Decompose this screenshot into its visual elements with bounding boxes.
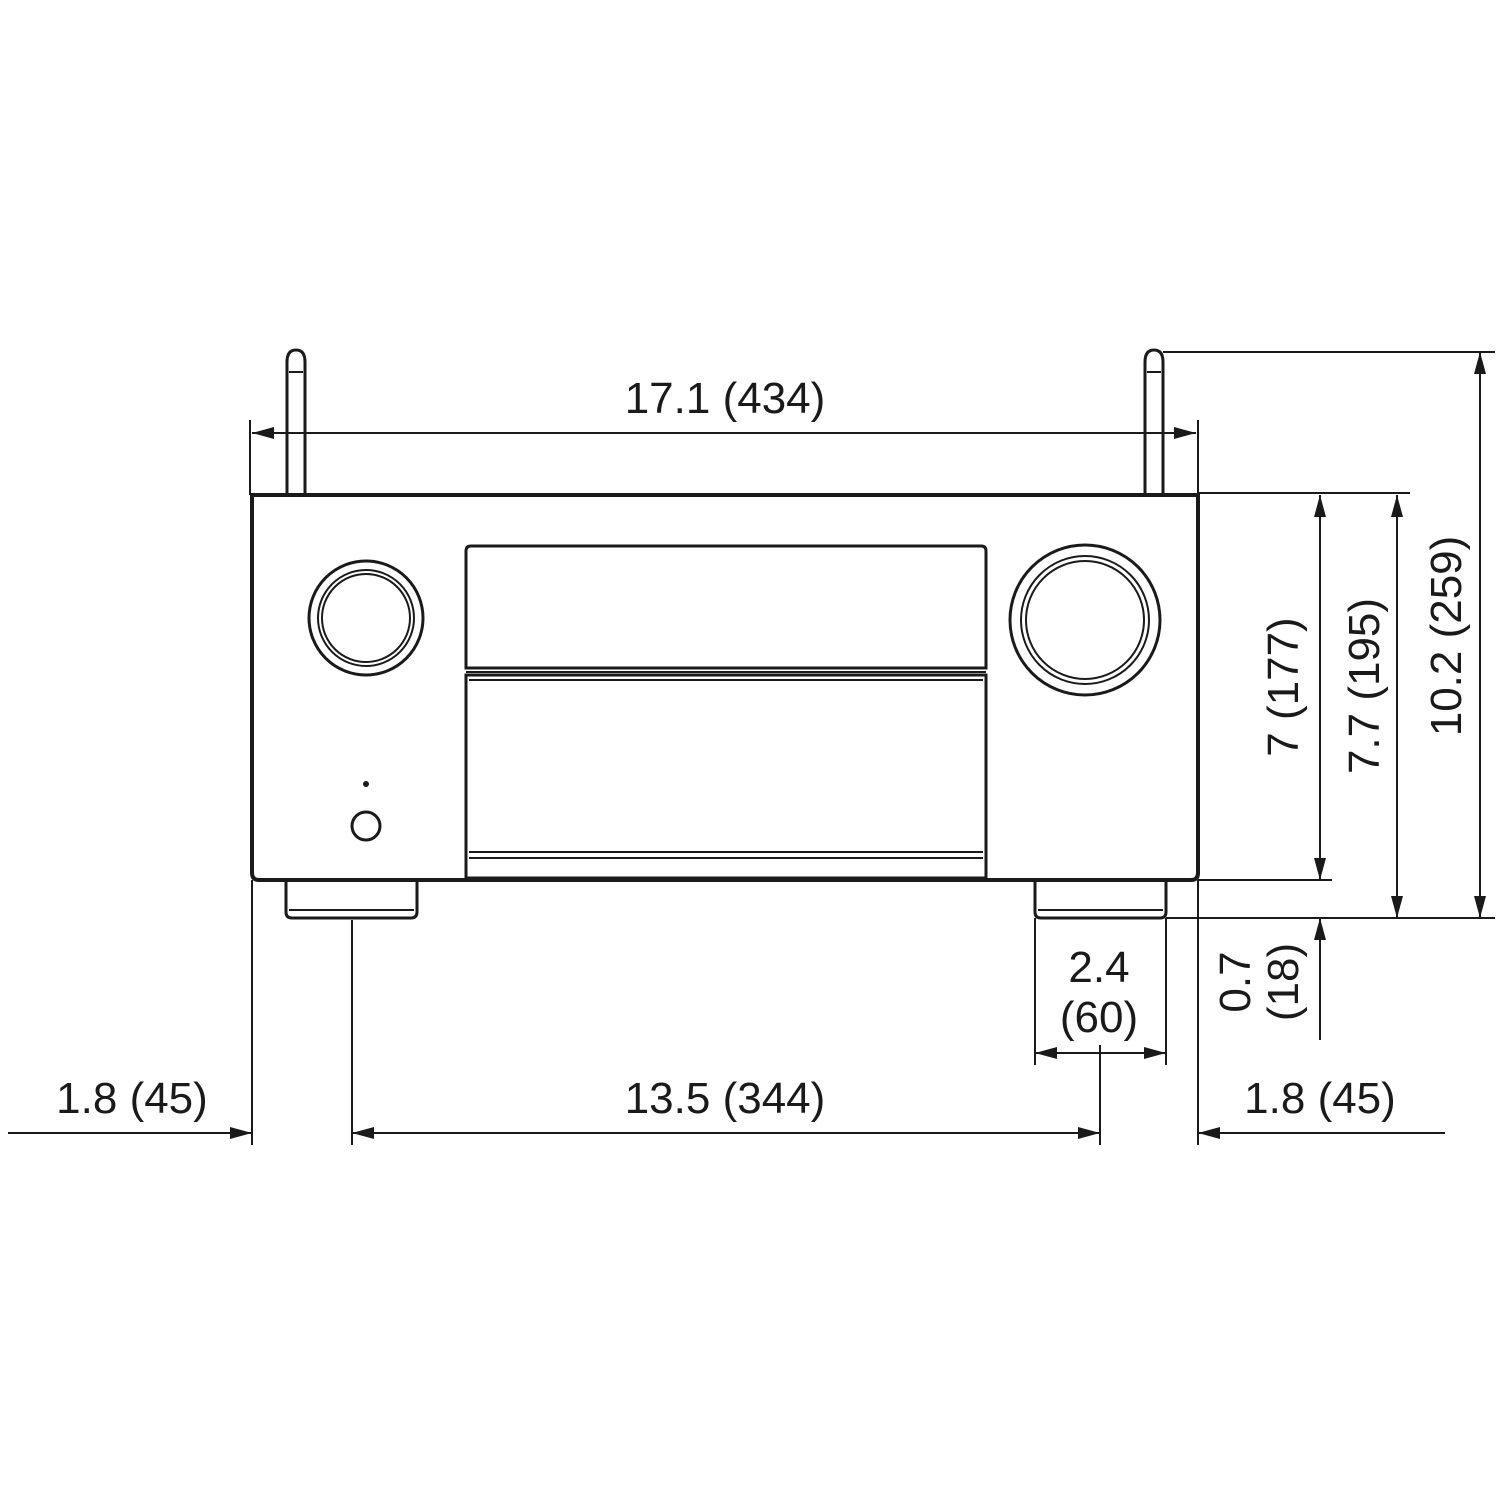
left-foot [284,880,419,920]
standby-indicator [363,781,369,787]
volume-knob [1008,543,1162,697]
height-with-feet-label: 7.7 (195) [1340,598,1389,774]
foot-spacing-label: 13.5 (344) [625,1074,826,1123]
height-with-antennas-dimension: 10.2 (259) [1422,352,1486,918]
right-foot [1033,880,1168,920]
foot-width-label-top: 2.4 [1068,943,1129,992]
foot-height-label-bottom: (18) [1259,943,1308,1021]
power-button [350,810,382,842]
overall-width-label: 17.1 (434) [625,374,826,423]
left-offset-label: 1.8 (45) [56,1074,208,1123]
front-door [464,673,988,880]
body-height-label: 7 (177) [1259,617,1308,756]
foot-width-label-bottom: (60) [1060,993,1138,1042]
display-panel [464,544,988,673]
height-extension-lines [1163,351,1495,919]
body-height-dimension: 7 (177) [1259,495,1326,880]
receiver-body [250,493,1200,882]
foot-width-dimension: 2.4 (60) [1034,918,1167,1065]
foot-height-dimension: 0.7 (18) [1211,918,1326,1040]
height-with-antennas-label: 10.2 (259) [1422,536,1471,737]
bottom-dimension: 1.8 (45) 13.5 (344) 1.8 (45) [8,880,1445,1145]
right-offset-label: 1.8 (45) [1244,1074,1396,1123]
overall-width-dimension: 17.1 (434) [249,374,1199,495]
height-with-feet-dimension: 7.7 (195) [1340,495,1403,918]
right-antenna [1143,348,1165,495]
foot-height-label-top: 0.7 [1211,951,1260,1012]
left-knob [307,559,425,677]
left-antenna [285,348,307,495]
